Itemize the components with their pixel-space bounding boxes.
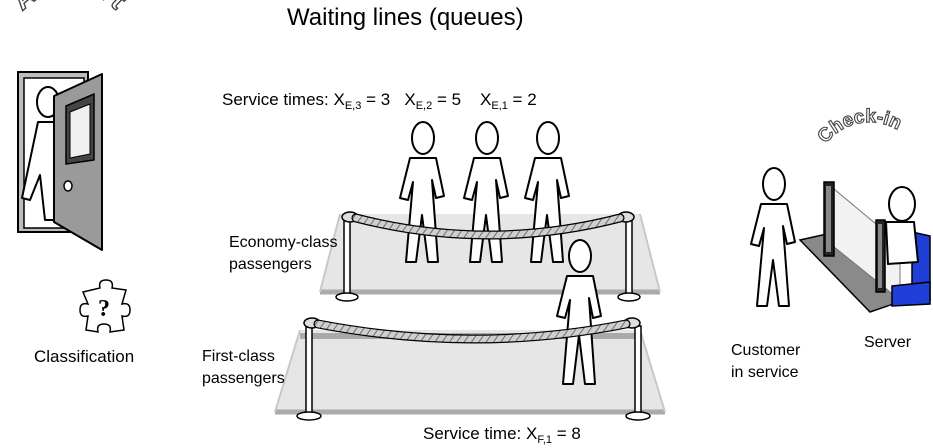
airport-sign: Airport <box>6 0 135 16</box>
first-service-time: Service time: XF,1 = 8 <box>423 424 581 446</box>
economy-label: Economy-class passengers <box>229 232 337 276</box>
economy-label-line1: Economy-class <box>229 234 338 251</box>
classification-puzzle-icon: ? <box>79 279 131 333</box>
economy-service-times-label: Service times: <box>222 90 329 109</box>
first-class-label-line2: passengers <box>202 370 285 387</box>
classification-label: Classification <box>34 347 135 366</box>
check-in-desk <box>798 181 931 313</box>
airport-door <box>17 71 103 251</box>
first-class-label: First-class passengers <box>202 346 285 390</box>
customer-in-service <box>750 167 796 307</box>
customer-label-line2: in service <box>731 364 799 381</box>
economy-label-line2: passengers <box>229 256 312 273</box>
first-stanchion-left <box>296 317 322 421</box>
page-title: Waiting lines (queues) <box>287 4 524 31</box>
server-label: Server <box>864 334 912 351</box>
service-time-f1: XF,1 = 8 <box>525 424 581 446</box>
server-person <box>885 186 919 265</box>
first-class-label-line1: First-class <box>202 348 275 365</box>
service-time-e3: XE,3 = 3 <box>333 90 391 112</box>
service-time-e1: XE,1 = 2 <box>479 90 537 112</box>
service-time-e2: XE,2 = 5 <box>404 90 462 112</box>
svg-text:?: ? <box>98 296 110 322</box>
check-in-sign: Check-in <box>814 106 905 147</box>
customer-label-line1: Customer <box>731 342 801 359</box>
first-service-time-label: Service time: <box>423 424 522 443</box>
customer-label: Customer in service <box>731 340 800 384</box>
economy-service-times: Service times: XE,3 = 3 XE,2 = 5 XE,1 = … <box>222 90 537 112</box>
